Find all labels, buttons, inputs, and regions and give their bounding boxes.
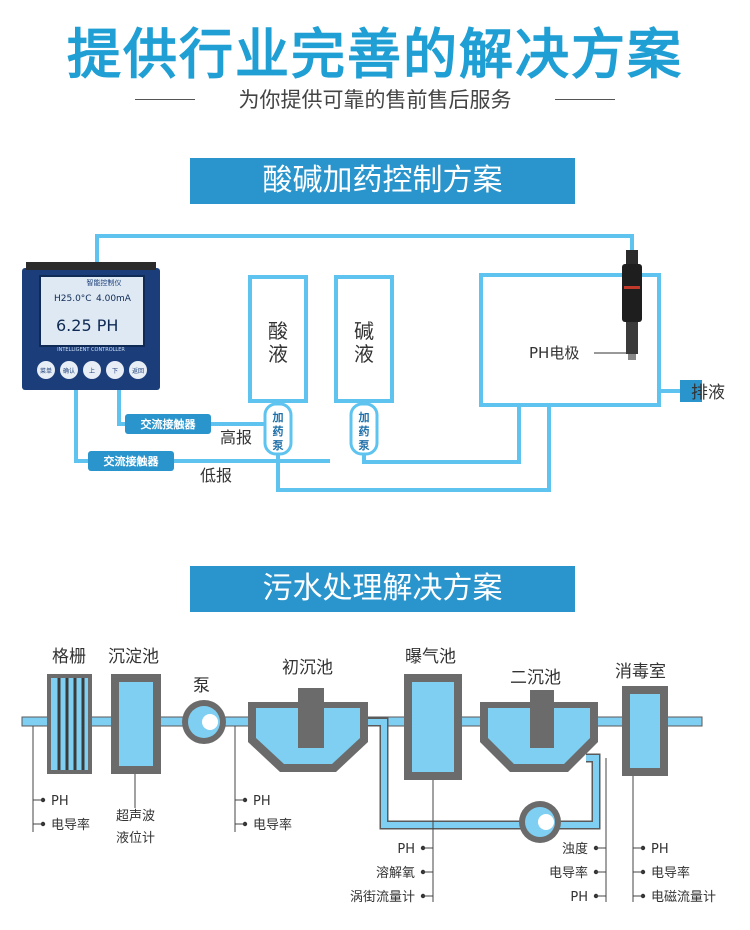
stage-label-grille: 格栅 <box>52 647 86 667</box>
sensor-label-primary: PH <box>253 794 271 809</box>
controller-button-label: 确认 <box>63 367 75 375</box>
svg-text:交流接触器: 交流接触器 <box>104 454 160 468</box>
svg-text:加: 加 <box>358 410 370 424</box>
svg-text:药: 药 <box>273 424 284 438</box>
signal-line-electrode <box>95 234 634 268</box>
svg-text:药: 药 <box>359 424 370 438</box>
subtitle-divider-right <box>555 99 615 100</box>
controller-button-label: 下 <box>112 368 118 375</box>
controller-panel-label: INTELLIGENT CONTROLLER <box>57 347 125 353</box>
stage-label-disinfection: 消毒室 <box>615 662 666 682</box>
subtitle-divider-left <box>135 99 195 100</box>
section-banner-dosing: 酸碱加药控制方案 <box>190 158 575 204</box>
sensor-label-disinfection: PH <box>651 842 669 857</box>
stage-label-secondary: 二沉池 <box>510 668 561 688</box>
wire-high-alarm <box>117 384 268 426</box>
sensor-label-aeration: 涡街流量计 <box>350 890 415 905</box>
sensor-label-secondary: PH <box>570 890 588 905</box>
stage-label-primary: 初沉池 <box>282 658 333 678</box>
acid-dosing-pipe <box>276 401 551 492</box>
contactor-low: 交流接触器 <box>88 451 174 471</box>
controller-brand: 智能控制仪 <box>87 278 122 287</box>
electrode-label: PH电极 <box>529 344 579 362</box>
ph-electrode-icon <box>622 250 642 360</box>
controller-button <box>37 361 55 379</box>
acid-tank-label-2: 液 <box>268 342 288 366</box>
base-tank-label-1: 碱 <box>354 319 374 343</box>
controller-button <box>106 361 124 379</box>
section-banner-wastewater: 污水处理解决方案 <box>190 566 575 612</box>
controller-button-row: 菜单 确认 上 下 返回 <box>37 361 147 379</box>
reaction-tank-outline <box>479 273 661 407</box>
page-title: 提供行业完善的解决方案 <box>67 23 683 86</box>
controller-button-label: 上 <box>89 367 95 375</box>
sensor-label-disinfection: 电磁流量计 <box>651 890 716 905</box>
controller-reading: 6.25 PH <box>56 316 118 335</box>
controller-button <box>60 361 78 379</box>
sensor-label-aeration: 溶解氧 <box>376 866 415 881</box>
sensor-label-disinfection: 电导率 <box>651 865 690 881</box>
sensor-label-settling: 液位计 <box>116 831 155 846</box>
contactor-high: 交流接触器 <box>125 414 211 434</box>
sensor-labels: PH电导率超声波液位计PH电导率PH溶解氧涡街流量计浊度电导率PHPH电导率电磁… <box>33 794 716 905</box>
wastewater-diagram <box>21 674 703 843</box>
controller-temp: H25.0°C <box>54 294 92 304</box>
high-alarm-label: 高报 <box>220 428 252 447</box>
base-dosing-pipe <box>362 401 521 464</box>
acid-tank-label-1: 酸 <box>268 319 288 343</box>
page-subtitle: 为你提供可靠的售前售后服务 <box>238 88 512 112</box>
sensor-label-aeration: PH <box>397 842 415 857</box>
dosing-pump-base: 加 药 泵 <box>349 402 379 456</box>
controller-button <box>83 361 101 379</box>
sensor-label-grille: PH <box>51 794 69 809</box>
sensor-leader-lines <box>32 726 634 902</box>
svg-text:加: 加 <box>272 410 284 424</box>
svg-text:泵: 泵 <box>359 439 370 452</box>
controller-button-label: 菜单 <box>40 367 52 375</box>
svg-text:泵: 泵 <box>273 439 284 452</box>
dosing-pump-acid: 加 药 泵 <box>263 402 293 456</box>
controller-button <box>129 361 147 379</box>
low-alarm-label: 低报 <box>200 466 232 485</box>
controller-button-label: 返回 <box>132 368 144 375</box>
sensor-label-grille: 电导率 <box>51 817 90 833</box>
stage-label-pump: 泵 <box>193 676 210 696</box>
controller-device: 智能控制仪 H25.0°C 4.00mA 6.25 PH INTELLIGENT… <box>22 262 160 390</box>
sensor-label-settling: 超声波 <box>116 809 155 824</box>
svg-text:交流接触器: 交流接触器 <box>141 417 197 431</box>
drain-label: 排液 <box>691 383 725 403</box>
controller-current: 4.00mA <box>96 294 132 304</box>
sensor-label-secondary: 浊度 <box>562 841 588 857</box>
base-tank-label-2: 液 <box>354 342 374 366</box>
stage-label-aeration: 曝气池 <box>405 647 456 667</box>
sensor-label-primary: 电导率 <box>253 817 292 833</box>
drain-outlet <box>680 380 702 402</box>
sensor-label-secondary: 电导率 <box>549 865 588 881</box>
stage-label-settling: 沉淀池 <box>108 647 159 667</box>
